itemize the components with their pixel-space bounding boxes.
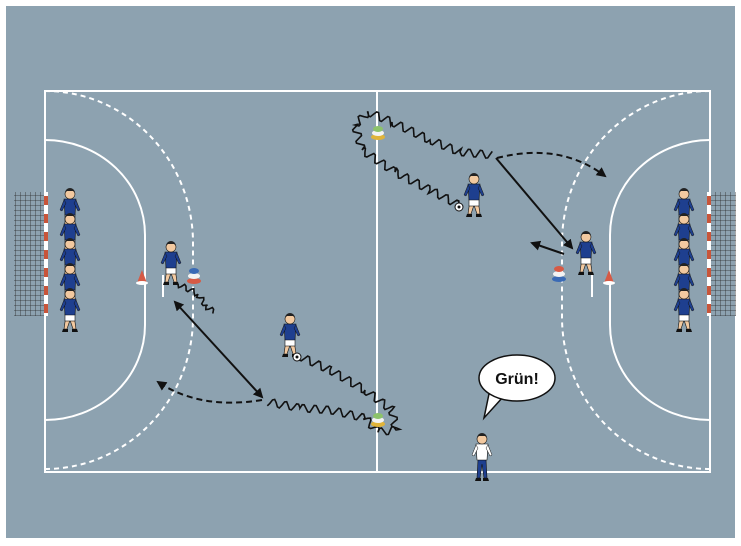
dribble-paths <box>177 110 493 436</box>
marker-cone-icon <box>187 268 201 284</box>
left-goal-icon <box>14 192 48 316</box>
run-arrow-left-dashed <box>156 380 263 404</box>
right-goal-icon <box>707 192 736 316</box>
player-figure-icon <box>160 241 182 285</box>
short-arrow-right <box>530 240 565 255</box>
marker-cone-icon <box>136 270 148 285</box>
player-figure-icon <box>463 173 485 217</box>
pass-arrow-right-long <box>495 157 574 250</box>
marker-cone-icon <box>371 126 385 140</box>
ball-icon <box>292 352 302 362</box>
dribble-path-upper <box>351 110 493 206</box>
speech-bubble: Grün! <box>478 354 556 421</box>
run-arrow-right-dashed <box>496 151 607 178</box>
players <box>59 173 695 481</box>
player-figure-icon <box>279 313 301 357</box>
marker-cone-icon <box>603 270 615 285</box>
player-figure-icon <box>575 231 597 275</box>
movement-arrows <box>156 151 607 404</box>
dribble-path-lower <box>266 355 403 436</box>
coach-figure-icon <box>471 433 493 481</box>
cones <box>136 126 615 427</box>
speech-bubble-text: Grün! <box>495 371 539 388</box>
marker-cone-icon <box>371 413 385 427</box>
marker-cone-icon <box>552 266 566 282</box>
player-figure-icon <box>59 288 81 332</box>
ball-icon <box>454 202 464 212</box>
player-figure-icon <box>673 288 695 332</box>
dribble-path-short <box>177 283 215 314</box>
court-floor <box>6 6 735 538</box>
pass-arrow-left-long <box>173 300 264 399</box>
